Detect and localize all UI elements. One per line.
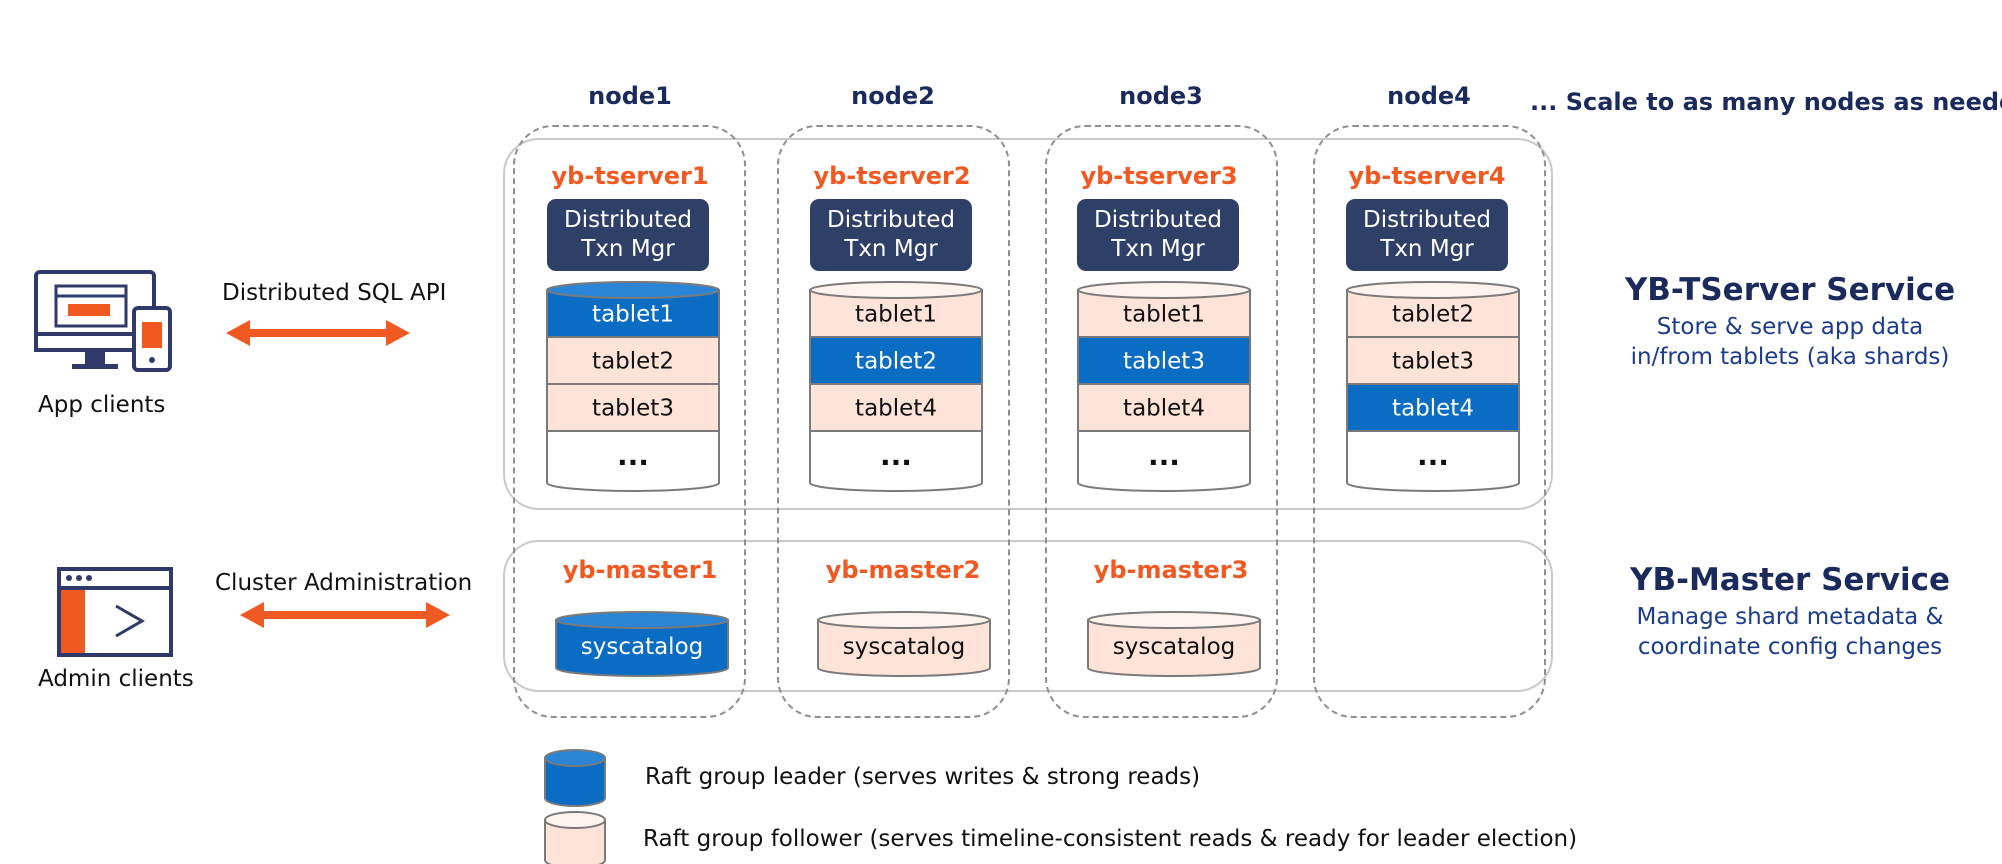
- tserver1-label: yb-tserver1: [551, 162, 709, 190]
- tablet-segment-follower: [1077, 383, 1251, 432]
- tablet-stack-node1: tablet1 tablet2 tablet3...: [546, 281, 720, 492]
- legend-follower-text: Raft group follower (serves timeline-con…: [643, 826, 1578, 852]
- syscatalog-body: [1087, 619, 1261, 677]
- txn-mgr-line2: Txn Mgr: [581, 236, 675, 262]
- tablet-label: tablet1: [592, 302, 674, 328]
- master2-label: yb-master2: [825, 556, 981, 584]
- txn-mgr-line2: Txn Mgr: [1380, 236, 1474, 262]
- node1-label: node1: [588, 82, 672, 110]
- syscatalog-top: [817, 611, 991, 629]
- tserver-service-desc-2: in/from tablets (aka shards): [1630, 344, 1950, 370]
- tablet-more-segment: [1077, 430, 1251, 492]
- node1-box: [513, 125, 746, 718]
- tserver-service-title: YB-TServer Service: [1624, 272, 1956, 308]
- syscatalog-label: syscatalog: [1113, 634, 1236, 660]
- node4-box: [1313, 125, 1546, 718]
- legend-leader-text: Raft group leader (serves writes & stron…: [645, 764, 1201, 790]
- tablet-more-segment: [1346, 430, 1520, 492]
- master3-label: yb-master3: [1093, 556, 1249, 584]
- node4-label: node4: [1387, 82, 1471, 110]
- app-arrow-icon: [226, 320, 410, 346]
- legend-follower-cylinder-icon: [544, 811, 606, 864]
- tablet-more-label: ...: [1148, 439, 1180, 472]
- tablet-segment-follower: [546, 336, 720, 385]
- tablet-segment-follower: [809, 383, 983, 432]
- tablet-label: tablet4: [1392, 396, 1474, 422]
- app-clients-label: App clients: [38, 392, 166, 418]
- tablet-label: tablet1: [855, 302, 937, 328]
- tablet-label: tablet3: [1392, 349, 1474, 375]
- syscatalog-label: syscatalog: [581, 634, 704, 660]
- tablet-segment-leader: [1077, 336, 1251, 385]
- tablet-stack-top: [1346, 281, 1520, 299]
- admin-arrow-icon: [240, 602, 450, 628]
- master-service-box: [503, 540, 1553, 692]
- tablet-label: tablet2: [592, 349, 674, 375]
- txn-mgr-line1: Distributed: [827, 207, 955, 233]
- txn-mgr-line1: Distributed: [1363, 207, 1491, 233]
- tablet-stack-top: [809, 281, 983, 299]
- tablet-more-label: ...: [1417, 439, 1449, 472]
- txn-mgr-line1: Distributed: [1094, 207, 1222, 233]
- tablet-label: tablet4: [855, 396, 937, 422]
- tablet-label: tablet3: [1123, 349, 1205, 375]
- tserver-service-box: [503, 138, 1553, 510]
- admin-api-label: Cluster Administration: [215, 570, 473, 596]
- scale-note: ... Scale to as many nodes as needed: [1530, 88, 2002, 116]
- tserver-service-desc-1: Store & serve app data: [1656, 314, 1924, 340]
- txn-mgr-line2: Txn Mgr: [844, 236, 938, 262]
- tserver3-label: yb-tserver3: [1080, 162, 1238, 190]
- txn-mgr-line1: Distributed: [564, 207, 692, 233]
- tserver4-label: yb-tserver4: [1348, 162, 1506, 190]
- node3-label: node3: [1119, 82, 1203, 110]
- master1-label: yb-master1: [562, 556, 718, 584]
- node3-box: [1045, 125, 1278, 718]
- syscatalog-node2: syscatalog: [817, 611, 991, 677]
- tablet-more-segment: [546, 430, 720, 492]
- syscatalog-top: [555, 611, 729, 629]
- tablet-stack-top: [546, 281, 720, 299]
- tablet-segment-follower: [546, 383, 720, 432]
- syscatalog-body: [817, 619, 991, 677]
- tablet-more-segment: [809, 430, 983, 492]
- tablet-more-label: ...: [880, 439, 912, 472]
- node2-label: node2: [851, 82, 935, 110]
- admin-clients-label: Admin clients: [38, 666, 194, 692]
- tablet-segment-leader: [1346, 383, 1520, 432]
- computer-and-tablet-icon: [34, 270, 172, 372]
- node2-box: [777, 125, 1010, 718]
- master-service-desc-2: coordinate config changes: [1637, 634, 1943, 660]
- tablet-stack-top: [1077, 281, 1251, 299]
- master-service-title: YB-Master Service: [1630, 562, 1950, 598]
- syscatalog-top: [1087, 611, 1261, 629]
- tablet-label: tablet3: [592, 396, 674, 422]
- syscatalog-label: syscatalog: [843, 634, 966, 660]
- app-api-label: Distributed SQL API: [222, 280, 447, 306]
- tablet-segment-leader: [809, 336, 983, 385]
- tablet-label: tablet2: [855, 349, 937, 375]
- master-service-desc-1: Manage shard metadata &: [1636, 604, 1944, 630]
- syscatalog-body: [555, 619, 729, 677]
- tablet-label: tablet2: [1392, 302, 1474, 328]
- legend-leader-cylinder-icon: [544, 749, 606, 807]
- tablet-more-label: ...: [617, 439, 649, 472]
- tserver2-label: yb-tserver2: [813, 162, 971, 190]
- tablet-stack-node4: tablet2 tablet3 tablet4...: [1346, 281, 1520, 492]
- syscatalog-node3: syscatalog: [1087, 611, 1261, 677]
- tablet-stack-node3: tablet1 tablet3 tablet4...: [1077, 281, 1251, 492]
- tablet-stack-node2: tablet1 tablet2 tablet4...: [809, 281, 983, 492]
- syscatalog-node1: syscatalog: [555, 611, 729, 677]
- tablet-label: tablet1: [1123, 302, 1205, 328]
- txn-mgr-line2: Txn Mgr: [1111, 236, 1205, 262]
- tablet-label: tablet4: [1123, 396, 1205, 422]
- terminal-window-icon: [57, 567, 173, 657]
